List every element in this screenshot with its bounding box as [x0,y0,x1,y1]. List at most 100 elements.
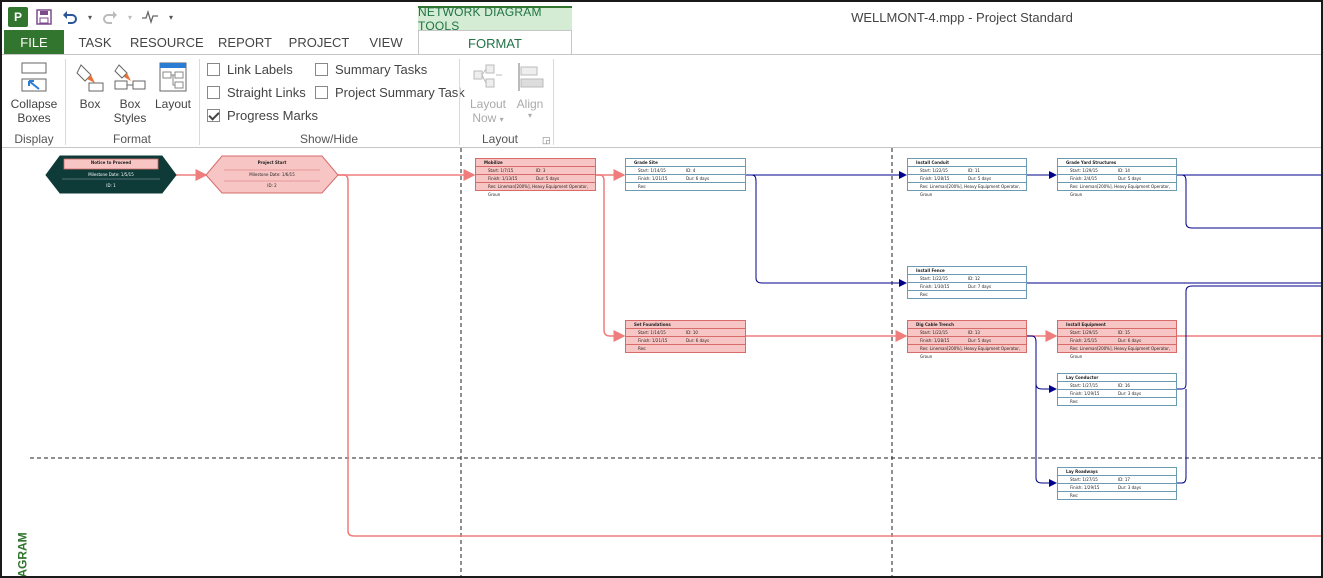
straight-links-label: Straight Links [227,85,306,100]
align-button: Align ▾ [512,61,548,120]
task-name: Dig Cable Trench [908,321,1026,329]
align-icon [518,63,544,91]
ribbon-tabs: FILE TASK RESOURCE REPORT PROJECT VIEW F… [2,30,1321,56]
save-icon[interactable] [34,7,54,27]
checkbox-box[interactable] [315,63,328,76]
group-label-format: Format [112,132,151,146]
collapse-boxes-button[interactable]: Collapse Boxes [8,61,60,125]
undo-dropdown-icon[interactable]: ▾ [87,12,92,22]
ribbon: Collapse Boxes Display Box Box Styles [2,55,1321,148]
project-summary-task-checkbox[interactable]: Project Summary Task [315,85,465,100]
task-resource-row: Res: Lineman[200%], Heavy Equipment Oper… [1070,184,1171,197]
task-resource-row: Res: Lineman[200%], Heavy Equipment Oper… [920,346,1021,359]
layout-now-label-1: Layout [469,97,507,111]
activity-icon[interactable] [140,7,160,27]
link-labels-label: Link Labels [227,62,293,77]
task-name: Install Fence [908,267,1026,275]
quick-access-toolbar: P ▾ ▾ ▾ [8,6,176,28]
checkbox-box-checked[interactable] [207,109,220,122]
progress-marks-checkbox[interactable]: Progress Marks [207,108,318,123]
group-separator [553,59,554,145]
box-button[interactable]: Box [74,61,106,111]
layout-label: Layout [154,97,192,111]
align-label: Align [516,97,544,111]
tab-resource[interactable]: RESOURCE [130,35,204,50]
project-app-icon[interactable]: P [8,7,28,27]
task-name: Set Foundations [626,321,745,329]
summary-tasks-checkbox[interactable]: Summary Tasks [315,62,427,77]
dialog-launcher-icon[interactable]: ◲ [542,135,551,145]
tab-project[interactable]: PROJECT [288,35,350,50]
layout-button[interactable]: Layout [152,61,194,111]
redo-icon [100,7,120,27]
collapse-label-2: Boxes [17,111,51,125]
task-name: Lay Conductor [1058,374,1176,382]
task-name: Lay Roadways [1058,468,1176,476]
tab-view[interactable]: VIEW [369,35,403,50]
tab-report[interactable]: REPORT [218,35,272,50]
task-resource-row: Res: Lineman[200%], Heavy Equipment Oper… [920,184,1021,197]
checkbox-box[interactable] [207,86,220,99]
customize-qat-icon[interactable]: ▾ [168,12,173,22]
collapse-label-1: Collapse [10,97,58,111]
contextual-tools-label: NETWORK DIAGRAM TOOLS [418,5,572,33]
group-separator [459,59,460,145]
task-resource-row: Res: Lineman[200%], Heavy Equipment Oper… [488,184,589,197]
link-labels-checkbox[interactable]: Link Labels [207,62,293,77]
box-styles-icon [114,64,146,90]
box-paint-icon [76,64,104,92]
milestone-id: ID: 1 [106,183,116,188]
network-diagram[interactable]: Notice to Proceed Milestone Date: 1/5/15… [2,148,1321,576]
task-name: Install Conduit [908,159,1026,167]
box-styles-label-2: Styles [113,111,147,125]
tab-format[interactable]: FORMAT [418,30,572,56]
milestone-date: Milestone Date: 1/5/15 [88,172,134,177]
box-styles-label-1: Box [119,97,141,111]
task-resource-row: Res: [1070,399,1079,404]
task-resource-row: Res: [638,184,647,189]
group-separator [199,59,200,145]
milestone-name: Notice to Proceed [90,160,132,165]
task-resource-row: Res: [638,346,647,351]
milestone-hexagon [205,155,339,194]
milestone-name: Project Start [257,160,287,165]
collapse-boxes-icon [21,62,47,92]
redo-dropdown-icon: ▾ [127,12,132,22]
tab-task[interactable]: TASK [78,35,112,50]
undo-icon[interactable] [60,7,80,27]
box-styles-button[interactable]: Box Styles [110,61,150,125]
checkbox-box[interactable] [207,63,220,76]
straight-links-checkbox[interactable]: Straight Links [207,85,306,100]
layout-now-icon [473,64,502,88]
group-label-display: Display [14,132,54,146]
checkbox-box[interactable] [315,86,328,99]
milestone-date: Milestone Date: 1/6/15 [249,172,295,177]
summary-tasks-label: Summary Tasks [335,62,428,77]
diagram-links [30,148,1321,576]
box-label: Box [79,97,101,111]
tab-file[interactable]: FILE [4,30,64,55]
